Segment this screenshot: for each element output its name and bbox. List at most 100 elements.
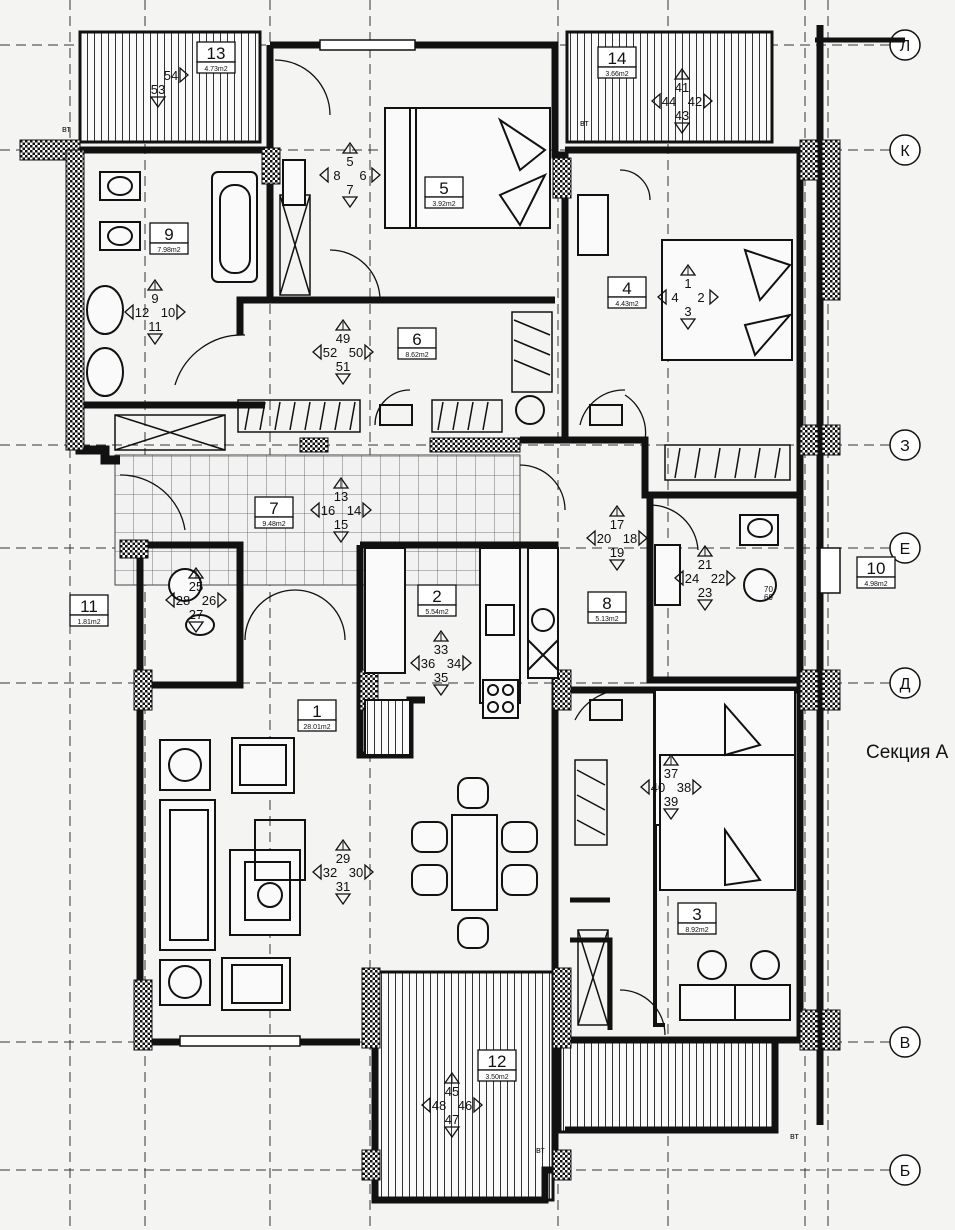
marker-top-number: 21 xyxy=(698,557,712,572)
marker-top-number: 41 xyxy=(675,80,689,95)
marker-bottom-number: 7 xyxy=(346,182,353,197)
room-number: 5 xyxy=(439,179,448,198)
marker-top-number: 29 xyxy=(336,851,350,866)
room-number: 6 xyxy=(412,330,421,349)
marker-right-number: 10 xyxy=(161,305,175,320)
axis-label: Б xyxy=(900,1163,911,1180)
marker-bottom-number: 43 xyxy=(675,108,689,123)
windows xyxy=(179,39,841,1047)
marker-bottom-number: 23 xyxy=(698,585,712,600)
room-area: 28.01m2 xyxy=(303,724,330,731)
marker-left-number: 52 xyxy=(323,345,337,360)
room-area: 3.66m2 xyxy=(605,71,628,78)
section-label: Секция А xyxy=(866,742,949,763)
marker-right-number: 6 xyxy=(359,168,366,183)
marker-top-number: 1 xyxy=(684,276,691,291)
marker-left-number: 32 xyxy=(323,865,337,880)
door-swings xyxy=(119,59,699,1036)
marker-top-number: 33 xyxy=(434,642,448,657)
marker-left-number: 4 xyxy=(671,290,678,305)
room-area: 4.73m2 xyxy=(204,66,227,73)
marker-top-number: 13 xyxy=(334,489,348,504)
axis-marker-2: К xyxy=(889,134,921,166)
room-number: 14 xyxy=(608,49,627,68)
room-area: 8.62m2 xyxy=(405,352,428,359)
room-2-label: 25.54m2 xyxy=(417,584,457,617)
marker-left-number: 24 xyxy=(685,571,699,586)
marker-right-number: 46 xyxy=(458,1098,472,1113)
marker-right-number: 54 xyxy=(164,68,178,83)
room-13-label: 134.73m2 xyxy=(196,41,236,74)
vt-label: вт xyxy=(580,118,589,128)
axis-label: Д xyxy=(900,676,911,693)
annotation-69: 69 xyxy=(764,593,773,602)
marker-right-number: 22 xyxy=(711,571,725,586)
room-area: 7.98m2 xyxy=(157,247,180,254)
beds xyxy=(384,107,796,891)
annotation-70: 70 xyxy=(764,585,773,594)
room-area: 4.43m2 xyxy=(615,301,638,308)
room-area: 5.13m2 xyxy=(595,616,618,623)
axis-marker-5: Д xyxy=(889,667,921,699)
marker-top-number: 17 xyxy=(610,517,624,532)
room-12-label: 123.50m2 xyxy=(477,1049,517,1082)
room-4-label: 44.43m2 xyxy=(607,276,647,309)
marker-top-number: 5 xyxy=(346,154,353,169)
axis-marker-7: Б xyxy=(889,1154,921,1186)
marker-bottom-number: 15 xyxy=(334,517,348,532)
room-area: 4.98m2 xyxy=(864,581,887,588)
room-number: 10 xyxy=(867,559,886,578)
living-furniture xyxy=(159,699,538,1011)
vt-label: вт xyxy=(62,124,71,134)
room-3-label: 3 8.92m2 xyxy=(677,902,717,935)
desk-furniture xyxy=(679,950,791,1021)
room-9-label: 97.98m2 xyxy=(149,222,189,255)
marker-left-number: 48 xyxy=(432,1098,446,1113)
marker-right-number: 18 xyxy=(623,531,637,546)
marker-left-number: 28 xyxy=(176,593,190,608)
marker-left-number: 20 xyxy=(597,531,611,546)
marker-bottom-number: 31 xyxy=(336,879,350,894)
vt-label: вт xyxy=(790,1131,799,1141)
marker-bottom-number: 53 xyxy=(151,82,165,97)
room-area: 8.92m2 xyxy=(685,927,708,934)
room-area: 5.54m2 xyxy=(425,609,448,616)
marker-left-number: 12 xyxy=(135,305,149,320)
wall-columns xyxy=(19,139,841,1181)
room-area: 1.81m2 xyxy=(77,619,100,626)
wardrobes xyxy=(114,194,791,1026)
marker-bottom-number: 35 xyxy=(434,670,448,685)
room-area: 3.92m2 xyxy=(432,201,455,208)
marker-top-number: 49 xyxy=(336,331,350,346)
marker-right-number: 30 xyxy=(349,865,363,880)
axis-label: К xyxy=(900,143,910,160)
axis-label: З xyxy=(900,438,910,455)
axis-marker-6: В xyxy=(889,1026,921,1058)
room-7-label: 79.48m2 xyxy=(254,496,294,529)
axis-label: Е xyxy=(900,541,911,558)
room-number: 3 xyxy=(692,905,701,924)
marker-bottom-number: 27 xyxy=(189,607,203,622)
marker-right-number: 34 xyxy=(447,656,461,671)
balcony-lower-right xyxy=(558,1040,777,1134)
axis-marker-1: Л xyxy=(889,29,921,61)
room-area: 3.50m2 xyxy=(485,1074,508,1081)
marker-top-number: 25 xyxy=(189,579,203,594)
kitchen-fixtures xyxy=(364,395,623,721)
axis-label: В xyxy=(900,1035,911,1052)
balcony-12 xyxy=(373,970,555,1202)
marker-right-number: 26 xyxy=(202,593,216,608)
axis-marker-3: З xyxy=(889,429,921,461)
room-8-label: 85.13m2 xyxy=(587,591,627,624)
room-11-label: 111.81m2 xyxy=(69,594,109,627)
bath-fixtures xyxy=(86,159,779,636)
marker-left-number: 44 xyxy=(662,94,676,109)
